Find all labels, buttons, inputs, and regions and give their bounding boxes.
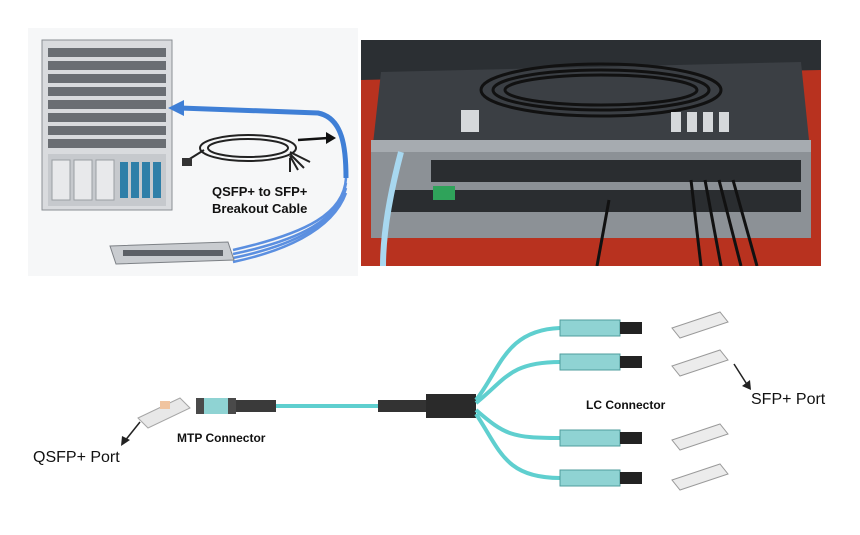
cable-label-line2: Breakout Cable — [212, 201, 308, 216]
sfp-transceiver-icon — [671, 311, 729, 491]
top-left-illustration — [28, 28, 358, 276]
qsfp-port-label: QSFP+ Port — [33, 449, 120, 466]
tor-switch-icon — [109, 241, 235, 265]
sfp-port-label: SFP+ Port — [751, 391, 826, 408]
mtp-connector-label: MTP Connector — [177, 431, 266, 445]
lc-connector-label: LC Connector — [586, 398, 666, 412]
qsfp-transceiver-icon — [137, 397, 191, 429]
breakout-diagram — [0, 290, 860, 510]
cable-label-line1: QSFP+ to SFP+ — [212, 184, 308, 199]
switch-photo — [361, 40, 821, 266]
chassis-switch-icon — [41, 39, 173, 211]
